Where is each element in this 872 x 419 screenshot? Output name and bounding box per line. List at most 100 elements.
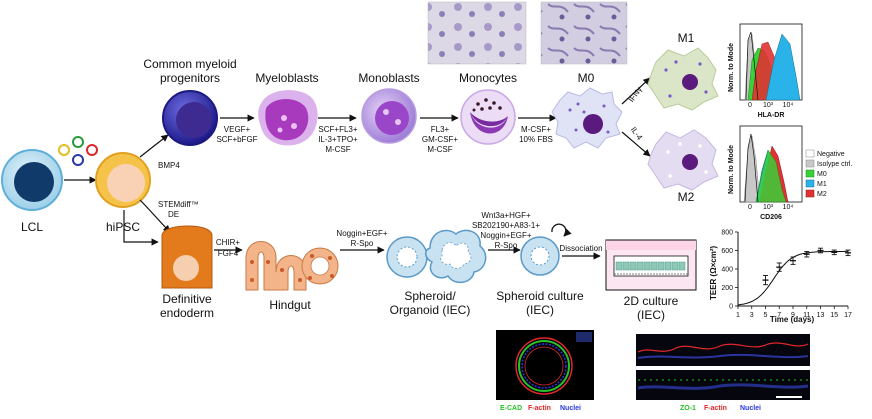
legend-label-isotype: Isolype ctrl.: [817, 161, 852, 168]
organoid-stain-factin: F-actin: [528, 405, 551, 412]
spheroid-culture-structure: [520, 236, 560, 276]
hipsc-label: hiPSC: [106, 220, 140, 234]
noggin-label-1: Noggin+EGF+: [336, 229, 387, 238]
teer-x-tick-label: 15: [830, 312, 838, 319]
definitive-endoderm-cell: [161, 225, 213, 289]
stemdiff-label-2: DE: [168, 210, 179, 219]
m2-label: M2: [678, 190, 695, 204]
transwell-2d-culture: [605, 239, 697, 291]
legend-label-m1: M1: [817, 181, 827, 188]
flow-m1-tick-1: 10³: [763, 102, 774, 109]
organoid-stain-ecad: E-CAD: [500, 405, 522, 412]
cond-myelo-mono-1: SCF+FL3+: [318, 125, 357, 134]
dissociation-label: Dissociation: [559, 244, 602, 253]
cond-monob-monoc-2: GM-CSF+: [422, 135, 459, 144]
legend-swatch-m1: [805, 179, 815, 188]
legend-label-m0: M0: [817, 171, 827, 178]
m0-giemsa-micrograph: [540, 1, 628, 65]
teer-x-tick-label: 5: [764, 312, 768, 319]
m0-to-m1-arrow: [621, 77, 651, 105]
myeloblast-cell: [258, 90, 318, 146]
teer-x-tick-label: 1: [736, 312, 740, 319]
hindgut-structure: [245, 241, 339, 291]
passage-cycle-icon: [551, 223, 572, 237]
m1-cell: [647, 47, 719, 111]
organoid-stain-nuclei: Nuclei: [560, 405, 581, 412]
cond-myelo-mono-3: M-CSF: [325, 145, 350, 154]
teer-x-tick-label: 9: [791, 312, 795, 319]
cond-monoc-m0-2: 10% FBS: [519, 135, 553, 144]
wnt-label-2: SB202190+A83-1+: [472, 221, 540, 230]
stemdiff-label-1: STEMdiff™: [158, 200, 199, 209]
organoid-structure: [425, 229, 487, 284]
flow-m2-xlabel: CD206: [760, 214, 782, 221]
spheroid-culture-label-line1: Spheroid culture: [496, 289, 584, 303]
flow-m1-ylabel: Norm. to Mode: [728, 43, 735, 92]
flow-histogram-m1: [739, 23, 803, 101]
spheroid-label-line1: Spheroid/: [404, 289, 456, 303]
teer-x-tick-label: 13: [817, 312, 825, 319]
monocyte-cell: [460, 89, 516, 145]
legend-label-negative: Negative: [817, 151, 845, 158]
teer-y-tick-label: 800: [721, 230, 733, 237]
hipsc-cell: [95, 152, 151, 208]
organoid-immunofluorescence: [496, 330, 594, 400]
teer-x-tick-label: 17: [844, 312, 852, 319]
hindgut-label: Hindgut: [269, 298, 311, 312]
culture2d-label-line1: 2D culture: [624, 294, 679, 308]
teer-ylabel: TEER (Ω×cm²): [709, 245, 718, 300]
noggin-label-2: R-Spo: [351, 239, 374, 248]
monoblasts-label: Monoblasts: [358, 71, 419, 85]
m1-label: M1: [678, 31, 695, 45]
legend-swatch-m2: [805, 189, 815, 198]
lcl-label: LCL: [21, 220, 43, 234]
culture2d-label-line2: (IEC): [637, 308, 665, 322]
teer-x-tick-label: 3: [750, 312, 754, 319]
flow-m1-tick-0: 0: [748, 102, 752, 109]
wnt-label-4: R-Spo: [495, 241, 518, 250]
flow-m1-xlabel: HLA-DR: [758, 112, 785, 119]
legend-label-m2: M2: [817, 191, 827, 198]
lcl-cell: [1, 149, 63, 211]
cond-myelo-mono-2: IL-3+TPO+: [318, 135, 358, 144]
teer-y-tick-label: 600: [721, 248, 733, 255]
monoblast-cell: [361, 88, 417, 144]
m0-cell: [551, 87, 623, 149]
spheroid-structure: [386, 236, 428, 278]
cmp-label-line1: Common myeloid: [143, 57, 236, 71]
de-label-line2: endoderm: [160, 306, 214, 320]
teer-x-tick-label: 7: [777, 312, 781, 319]
wnt-label-1: Wnt3a+HGF+: [481, 211, 531, 220]
monolayer-stain-zo1: ZO-1: [680, 405, 696, 412]
cond-monoc-m0-1: M-CSF+: [521, 125, 551, 134]
teer-xlabel: Time (days): [770, 315, 815, 324]
cond-cmp-myelo-1: VEGF+: [224, 125, 251, 134]
legend-swatch-negative: [805, 149, 815, 158]
cmp-label-line2: progenitors: [160, 71, 220, 85]
de-label-line1: Definitive: [162, 292, 212, 306]
flow-m1-tick-2: 10⁴: [783, 102, 794, 109]
monocyte-giemsa-micrograph: [427, 1, 527, 65]
monolayer-immunofluorescence-top: [636, 334, 810, 366]
teer-y-tick-label: 200: [721, 285, 733, 292]
monolayer-stain-factin: F-actin: [704, 405, 727, 412]
teer-x-tick-label: 11: [803, 312, 810, 319]
teer-y-tick-label: 0: [729, 304, 733, 311]
legend-swatch-isotype: [805, 159, 815, 168]
bmp4-label: BMP4: [158, 161, 180, 170]
monolayer-stain-nuclei: Nuclei: [740, 405, 761, 412]
cmp-cell: [162, 90, 218, 146]
flow-legend: Negative Isolype ctrl. M0 M1 M2: [805, 149, 852, 198]
legend-swatch-m0: [805, 169, 815, 178]
myeloblasts-label: Myeloblasts: [255, 71, 318, 85]
hipsc-to-cmp-arrow: [139, 134, 169, 158]
m0-to-m2-arrow: [621, 131, 651, 157]
spheroid-culture-label-line2: (IEC): [526, 303, 554, 317]
reprogramming-plasmids-icon: [58, 136, 98, 166]
teer-y-tick-label: 400: [721, 267, 733, 274]
cond-monob-monoc-1: FL3+: [431, 125, 450, 134]
chir-label-2: FGF4: [218, 249, 239, 258]
cond-cmp-myelo-2: SCF+bFGF: [216, 135, 257, 144]
